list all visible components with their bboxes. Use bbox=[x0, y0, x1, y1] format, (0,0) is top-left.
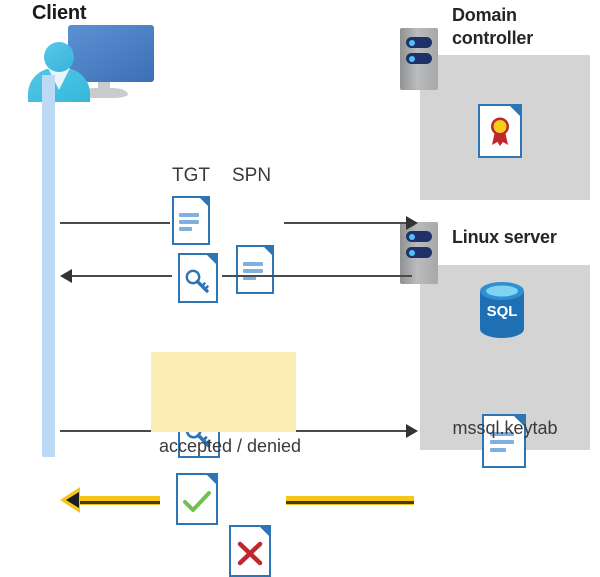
certificate-document-icon bbox=[478, 104, 522, 158]
domain-controller-label-line1: Domain bbox=[452, 5, 517, 25]
monitor-neck bbox=[98, 82, 110, 92]
page-fold bbox=[258, 525, 271, 538]
message-line bbox=[222, 430, 406, 432]
sql-database-icon: SQL bbox=[476, 280, 528, 340]
auth-result-caption: accepted / denied bbox=[158, 436, 302, 456]
message-line bbox=[60, 430, 172, 432]
gold-arrow-segment bbox=[78, 496, 160, 505]
certificate-seal-icon bbox=[491, 117, 509, 146]
rack-slot bbox=[406, 247, 432, 258]
message-line bbox=[60, 222, 170, 224]
message-auth-result bbox=[0, 108, 414, 577]
keytab-document-icon bbox=[482, 414, 526, 468]
client-computer-icon bbox=[0, 0, 165, 105]
keytab-filename-label: mssql.keytab bbox=[452, 418, 558, 438]
denied-cross-document-icon bbox=[229, 525, 271, 577]
key-document-icon bbox=[178, 253, 218, 303]
linux-server-label: Linux server bbox=[452, 227, 557, 247]
spn-document-icon bbox=[236, 245, 274, 294]
cross-icon bbox=[237, 541, 263, 566]
message-line bbox=[72, 275, 172, 277]
page-fold bbox=[205, 253, 218, 266]
tgt-label: TGT bbox=[172, 165, 210, 186]
person-head bbox=[44, 42, 74, 72]
spn-label: SPN bbox=[232, 165, 272, 186]
rack-slot bbox=[406, 37, 432, 48]
check-icon bbox=[183, 491, 211, 512]
sql-database-text: SQL bbox=[487, 303, 518, 320]
monitor-base bbox=[80, 88, 128, 98]
message-tgt-spn-request: TGT SPN bbox=[0, 108, 418, 294]
gold-arrow-segment bbox=[286, 496, 414, 505]
rack-slot bbox=[406, 53, 432, 64]
server-rack-icon-linux bbox=[400, 222, 438, 284]
key-icon bbox=[185, 269, 209, 293]
client-label: Client bbox=[32, 2, 87, 24]
page-fold bbox=[508, 104, 522, 118]
page-fold bbox=[262, 245, 274, 257]
arrowhead-right-icon bbox=[406, 216, 418, 230]
page-fold bbox=[205, 473, 218, 486]
arrowhead-right-icon bbox=[406, 424, 418, 438]
auth-result-highlight bbox=[151, 352, 296, 432]
rack-slot bbox=[406, 231, 432, 242]
domain-controller-label-line2: controller bbox=[452, 28, 534, 48]
accepted-check-document-icon bbox=[176, 473, 218, 525]
page-fold bbox=[512, 414, 526, 428]
message-ticket-response bbox=[0, 108, 412, 303]
client-lifeline bbox=[42, 75, 55, 457]
monitor-screen bbox=[68, 25, 154, 82]
server-rack-icon-domain-controller bbox=[400, 28, 438, 90]
arrowhead-left-icon bbox=[60, 269, 72, 283]
arrowhead-left-gold-icon bbox=[60, 487, 80, 513]
message-line bbox=[222, 275, 412, 277]
page-fold bbox=[198, 196, 210, 208]
tgt-document-icon bbox=[172, 196, 210, 245]
message-line bbox=[284, 222, 406, 224]
